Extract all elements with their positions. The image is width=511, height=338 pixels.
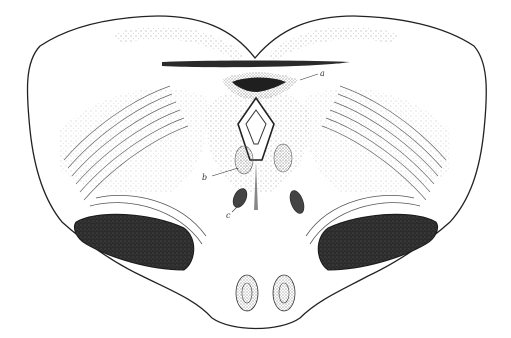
- left-paramedian-nucleus: [235, 146, 253, 174]
- label-c: c: [226, 211, 231, 220]
- label-b: b: [202, 173, 207, 182]
- label-a: a: [320, 69, 325, 78]
- right-paramedian-nucleus: [274, 144, 292, 172]
- left-pyramid: [236, 275, 258, 311]
- right-pyramid: [273, 275, 295, 311]
